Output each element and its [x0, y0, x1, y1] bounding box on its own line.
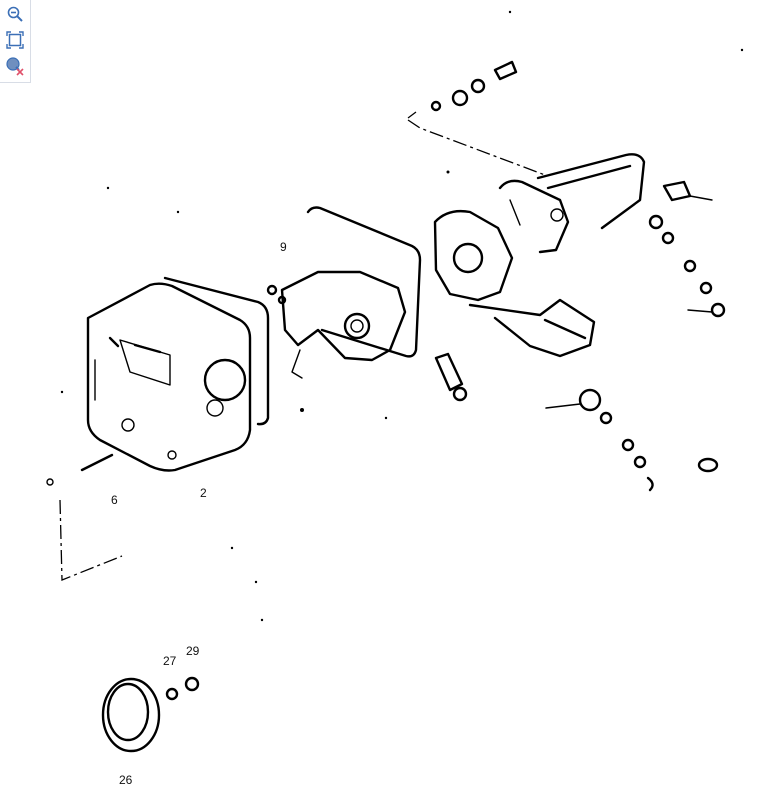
callout-6: 6: [111, 493, 118, 507]
reset-zoom-button[interactable]: [3, 54, 27, 78]
callout-26: 26: [119, 773, 133, 787]
lamp-housing: [86, 276, 270, 472]
viewer-toolbar: [0, 0, 31, 83]
callout-2: 2: [200, 486, 207, 500]
lens-cap: [101, 676, 200, 753]
zoom-out-button[interactable]: [3, 2, 27, 26]
zoom-out-icon: [7, 6, 23, 22]
small-hardware-right: [545, 180, 726, 492]
bracket: [280, 270, 407, 379]
lower-bolt: [434, 352, 468, 402]
top-hardware: [407, 60, 546, 176]
screw-left: [46, 453, 123, 581]
scan-specks: [60, 10, 744, 622]
callout-9: 9: [280, 240, 287, 254]
gasket: [306, 206, 422, 358]
callout-27: 27: [163, 654, 177, 668]
mounting-base: [433, 153, 646, 358]
fit-to-screen-icon: [6, 31, 24, 49]
reset-zoom-icon: [6, 57, 24, 76]
callout-29: 29: [186, 644, 200, 658]
fit-to-screen-button[interactable]: [3, 28, 27, 52]
small-parts-near-9: [266, 284, 287, 305]
